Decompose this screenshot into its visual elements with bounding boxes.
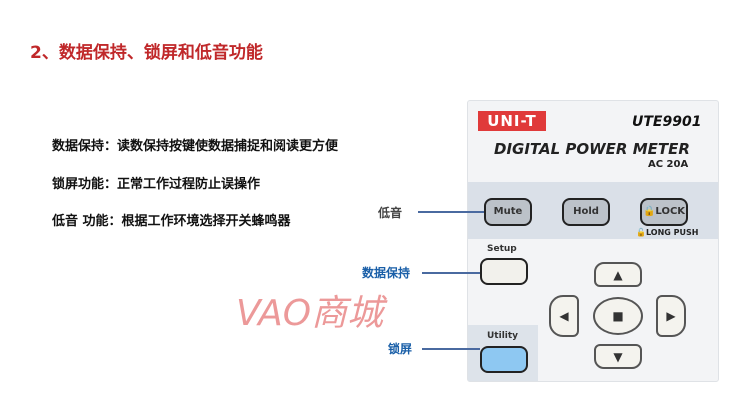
device-name: DIGITAL POWER METER (494, 140, 690, 158)
brand-logo: UNI-T (478, 111, 546, 131)
callout-line-utility (422, 348, 480, 350)
up-arrow-button[interactable]: ▲ (594, 262, 642, 287)
utility-button[interactable] (480, 346, 528, 373)
model-number: UTE9901 (632, 114, 702, 130)
setup-button[interactable] (480, 258, 528, 285)
lock-button[interactable]: 🔒LOCK (640, 198, 688, 226)
lock-icon: 🔒 (642, 206, 656, 217)
callout-utility: 锁屏 (388, 342, 413, 356)
callout-setup: 数据保持 (362, 266, 411, 280)
callout-line-setup (422, 272, 480, 274)
long-push-label: 🔓LONG PUSH (636, 228, 699, 237)
section-title: 2、数据保持、锁屏和低音功能 (30, 43, 263, 63)
center-button[interactable]: ■ (593, 297, 643, 335)
down-arrow-button[interactable]: ▼ (594, 344, 642, 369)
utility-label: Utility (487, 331, 519, 341)
description-mute: 低音 功能：根据工作环境选择开关蜂鸣器 (52, 214, 291, 229)
right-arrow-button[interactable]: ▶ (656, 295, 686, 337)
description-lock: 锁屏功能：正常工作过程防止误操作 (52, 177, 261, 192)
mute-button[interactable]: Mute (484, 198, 532, 226)
watermark: VAO商城 (236, 293, 384, 334)
callout-mute: 低音 (378, 206, 403, 220)
device-rating: AC 20A (648, 159, 689, 170)
lock-label: LOCK (655, 206, 686, 217)
setup-label: Setup (487, 244, 517, 254)
hold-button[interactable]: Hold (562, 198, 610, 226)
unlock-icon: 🔓 (636, 228, 646, 237)
description-data-hold: 数据保持：读数保持按键使数据捕捉和阅读更方便 (52, 139, 339, 154)
callout-line-mute (418, 211, 484, 213)
left-arrow-button[interactable]: ◀ (549, 295, 579, 337)
